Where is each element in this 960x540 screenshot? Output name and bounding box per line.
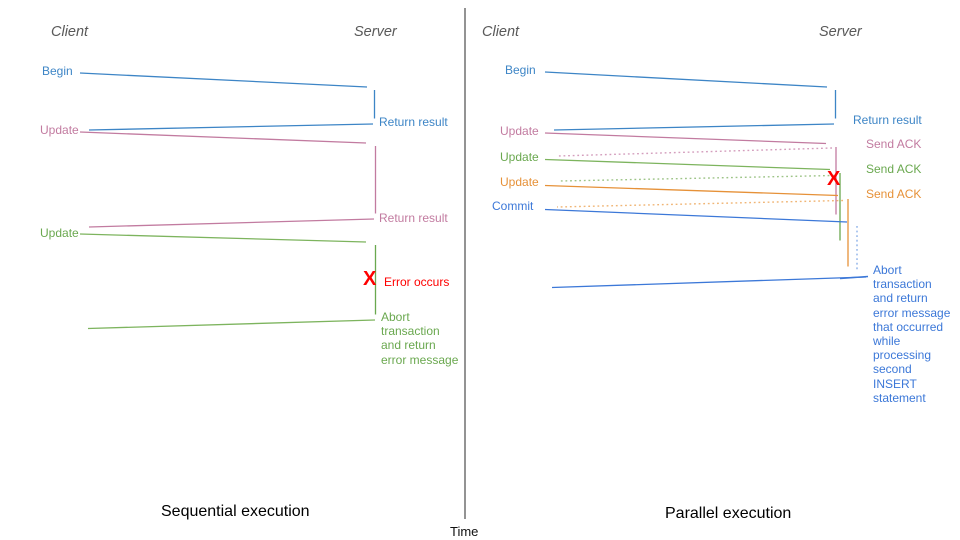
- par-begin-return-arrow: [553, 123, 835, 131]
- par-commit-label: Commit: [492, 199, 534, 213]
- time-axis-label: Time: [450, 524, 479, 539]
- seq-update1-request-arrow: [79, 131, 367, 144]
- seq-begin-label: Begin: [42, 64, 73, 78]
- seq-abort-message: Abort transaction and return error messa…: [381, 310, 459, 367]
- seq-return-result-2-label: Return result: [379, 211, 448, 225]
- par-update1-ack-arrow: [557, 147, 833, 157]
- seq-abort-return-arrow: [87, 319, 376, 330]
- par-update1-request-arrow: [544, 132, 827, 145]
- seq-client-header: Client: [51, 24, 89, 40]
- par-abort-return-arrow: [551, 276, 867, 289]
- par-commit-request-arrow: [544, 208, 848, 223]
- par-update3-ack-arrow: [556, 199, 844, 208]
- seq-error-occurs-label: Error occurs: [384, 275, 450, 289]
- par-return-result-label: Return result: [853, 113, 922, 127]
- seq-return-result-1-label: Return result: [379, 115, 448, 129]
- par-client-header: Client: [482, 24, 520, 40]
- seq-update-2-label: Update: [40, 226, 79, 240]
- par-update-1-label: Update: [500, 124, 539, 138]
- par-update2-ack-arrow: [559, 174, 835, 182]
- par-update3-request-arrow: [544, 184, 839, 197]
- seq-begin-request-arrow: [79, 72, 368, 88]
- par-error-x-icon: X: [827, 168, 841, 190]
- par-begin-label: Begin: [505, 63, 536, 77]
- par-send-ack-1-label: Send ACK: [866, 137, 922, 151]
- par-server-header: Server: [819, 24, 862, 40]
- par-update-3-label: Update: [500, 175, 539, 189]
- seq-update1-return-arrow: [88, 218, 375, 228]
- seq-caption: Sequential execution: [161, 503, 310, 520]
- seq-server-header: Server: [354, 24, 397, 40]
- seq-error-x-icon: X: [363, 268, 377, 290]
- seq-begin-return-arrow: [88, 123, 374, 131]
- seq-update-1-label: Update: [40, 123, 79, 137]
- par-update2-request-arrow: [544, 158, 831, 171]
- par-send-ack-3-label: Send ACK: [866, 187, 922, 201]
- par-begin-request-arrow: [544, 71, 828, 88]
- par-caption: Parallel execution: [665, 505, 792, 522]
- par-send-ack-2-label: Send ACK: [866, 162, 922, 176]
- par-update-2-label: Update: [500, 150, 539, 164]
- par-abort-message: Abort transaction and return error messa…: [873, 263, 951, 405]
- seq-update2-request-arrow: [79, 233, 367, 243]
